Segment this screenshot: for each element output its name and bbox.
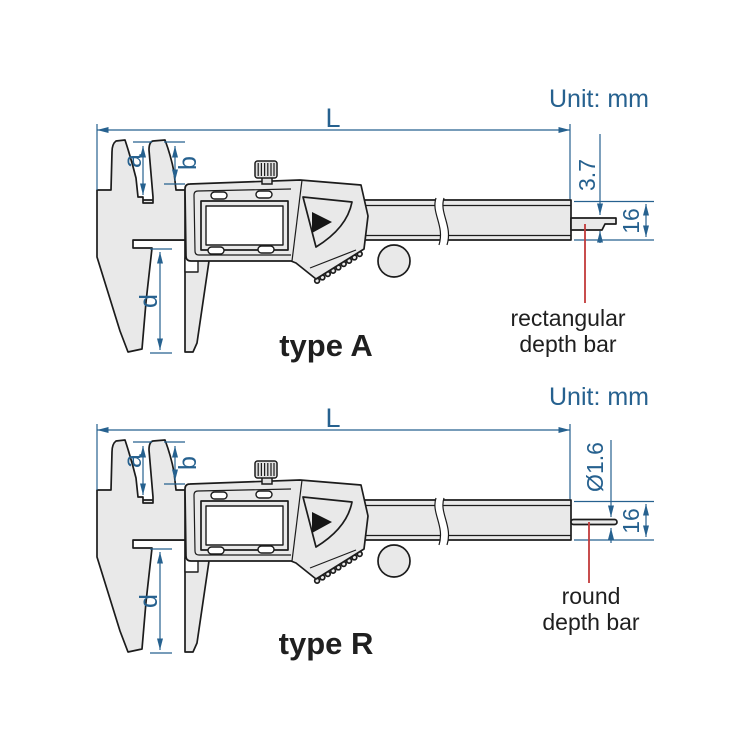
caliper-type-r: Unit: mm L a b d Ø1.6 16 type R round de…	[97, 383, 654, 661]
dim-overall-length: L	[325, 103, 340, 133]
type-label: type A	[279, 328, 373, 363]
type-label: type R	[279, 626, 374, 661]
caliper-type-a: Unit: mm L a b d 3.7 16 type A rectangul…	[97, 85, 654, 363]
dim-depth-bar-size: Ø1.6	[582, 442, 608, 492]
depth-bar-label-line2: depth bar	[542, 609, 640, 635]
dim-a: a	[119, 154, 147, 168]
dim-d: d	[135, 594, 163, 608]
dim-depth-bar-size: 3.7	[574, 159, 600, 191]
rectangular-depth-bar	[570, 217, 617, 231]
dim-d: d	[135, 294, 163, 308]
unit-label: Unit: mm	[549, 383, 649, 411]
dim-beam-height: 16	[618, 508, 644, 534]
dim-beam-height: 16	[618, 208, 644, 234]
depth-bar-label-line1: rectangular	[510, 305, 625, 331]
unit-label: Unit: mm	[549, 85, 649, 113]
dim-a: a	[119, 454, 147, 468]
dim-overall-length: L	[325, 403, 340, 433]
round-depth-bar	[570, 518, 618, 526]
depth-bar-label-line2: depth bar	[519, 331, 617, 357]
dim-b: b	[174, 156, 202, 170]
depth-bar-label-line1: round	[562, 583, 621, 609]
dim-b: b	[174, 456, 202, 470]
